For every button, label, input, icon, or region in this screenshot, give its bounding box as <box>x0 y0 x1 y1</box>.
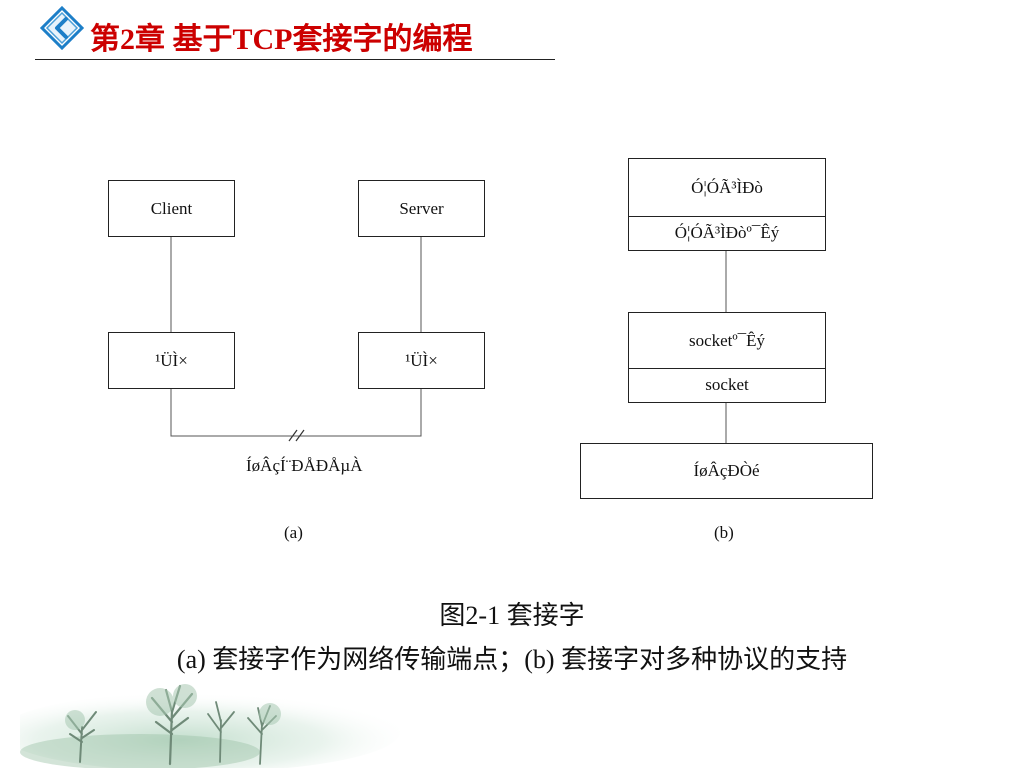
client-socket-label: ¹ÜÌ× <box>155 350 188 370</box>
client-label: Client <box>150 198 193 218</box>
socket-upper: socketº¯Êý <box>629 313 825 369</box>
client-socket-box: ¹ÜÌ× <box>108 332 235 389</box>
server-socket-label: ¹ÜÌ× <box>405 350 438 370</box>
title-underline <box>35 59 555 60</box>
server-socket-box: ¹ÜÌ× <box>358 332 485 389</box>
network-protocol-box: ÍøÂçÐ­Òé <box>580 443 873 499</box>
application-upper: Ó¦ÓÃ³ÌÐò <box>629 159 825 217</box>
figure-caption-description: (a) 套接字作为网络传输端点；(b) 套接字对多种协议的支持 <box>176 645 848 674</box>
page-title: 第2章 基于TCP套接字的编程 <box>90 23 473 56</box>
server-label: Server <box>399 198 444 218</box>
application-upper-label: Ó¦ÓÃ³ÌÐò <box>691 177 763 197</box>
figure-caption-title: 图2-1 套接字 <box>439 601 585 630</box>
channel-label: ÍøÂçÍ¨ÐÅÐÅµÀ <box>246 456 363 475</box>
application-lower: Ó¦ÓÃ³ÌÐòº¯Êý <box>629 216 825 249</box>
socket-lower: socket <box>629 368 825 401</box>
subfigure-a-label: (a) <box>284 523 303 542</box>
socket-box: socketº¯Êý socket <box>628 312 826 403</box>
client-box: Client <box>108 180 235 237</box>
tree-scenery-decoration <box>20 684 400 768</box>
subfigure-b-label: (b) <box>714 523 734 542</box>
chevron-left-logo-icon <box>40 6 84 50</box>
socket-upper-label: socketº¯Êý <box>688 330 766 350</box>
socket-lower-label: socket <box>705 374 749 394</box>
application-box: Ó¦ÓÃ³ÌÐò Ó¦ÓÃ³ÌÐòº¯Êý <box>628 158 826 251</box>
network-protocol-label: ÍøÂçÐ­Òé <box>693 461 760 480</box>
application-lower-label: Ó¦ÓÃ³ÌÐòº¯Êý <box>674 222 780 242</box>
server-box: Server <box>358 180 485 237</box>
